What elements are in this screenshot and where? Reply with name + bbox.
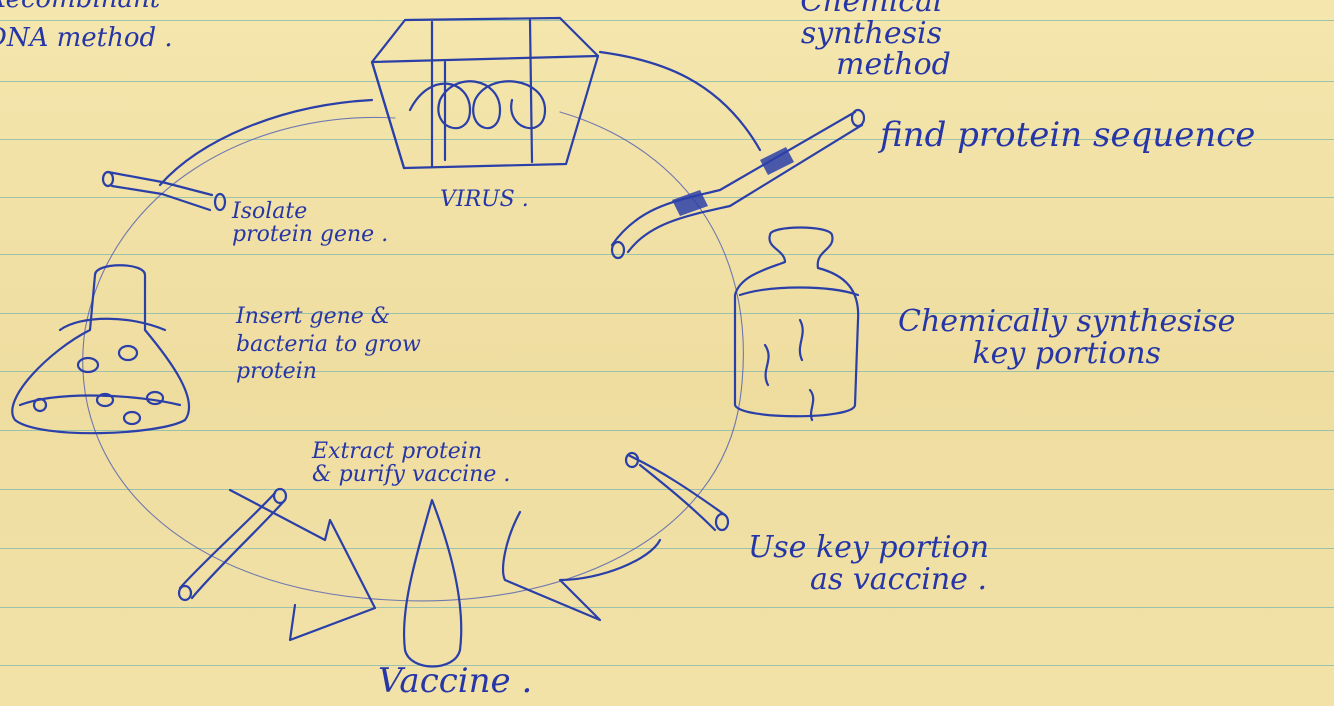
label-line: synthesis: [792, 18, 951, 50]
right-arrowhead: [503, 512, 660, 620]
label-line: Extract protein: [312, 440, 510, 463]
recombinant-title: Recombinant DNA method .: [0, 0, 173, 53]
left-bottom-tube: [179, 489, 286, 600]
label-line: Isolate: [232, 200, 388, 223]
label-line: DNA method .: [0, 25, 173, 52]
chemical-title: Chemical synthesis method: [792, 0, 951, 81]
label-line: as vaccine .: [808, 564, 989, 596]
label-line: key portions: [898, 338, 1235, 370]
label-line: Insert gene &: [236, 303, 421, 331]
label-line: Use key portion: [748, 532, 989, 564]
extract-label: Extract protein & purify vaccine .: [312, 440, 510, 486]
find-sequence-label: find protein sequence: [880, 118, 1255, 154]
virus-label: VIRUS .: [440, 188, 529, 211]
arc-to-isolate: [160, 100, 372, 185]
right-tube: [612, 110, 864, 258]
isolate-label: Isolate protein gene .: [232, 200, 388, 246]
label-line: Recombinant: [0, 0, 173, 13]
vaccine-label: Vaccine .: [378, 664, 532, 700]
virus-drawing: [372, 18, 598, 168]
label-line: Chemically synthesise: [898, 306, 1235, 338]
left-top-tube: [103, 172, 225, 210]
use-key-label: Use key portion as vaccine .: [748, 532, 989, 595]
flask-drawing: [12, 265, 189, 433]
right-bottom-tube: [626, 453, 728, 530]
label-line: & purify vaccine .: [312, 463, 510, 486]
vaccine-drop: [404, 500, 461, 667]
label-line: protein: [236, 358, 421, 386]
label-line: protein gene .: [232, 223, 388, 246]
label-line: method: [836, 49, 951, 81]
label-line: bacteria to grow: [236, 331, 421, 359]
insert-gene-label: Insert gene & bacteria to grow protein: [236, 303, 421, 386]
bottle-drawing: [735, 228, 858, 421]
left-arrowhead: [230, 490, 375, 640]
arc-to-sequence: [600, 52, 760, 150]
chemically-synthesise-label: Chemically synthesise key portions: [898, 306, 1235, 369]
label-line: Chemical: [792, 0, 951, 18]
